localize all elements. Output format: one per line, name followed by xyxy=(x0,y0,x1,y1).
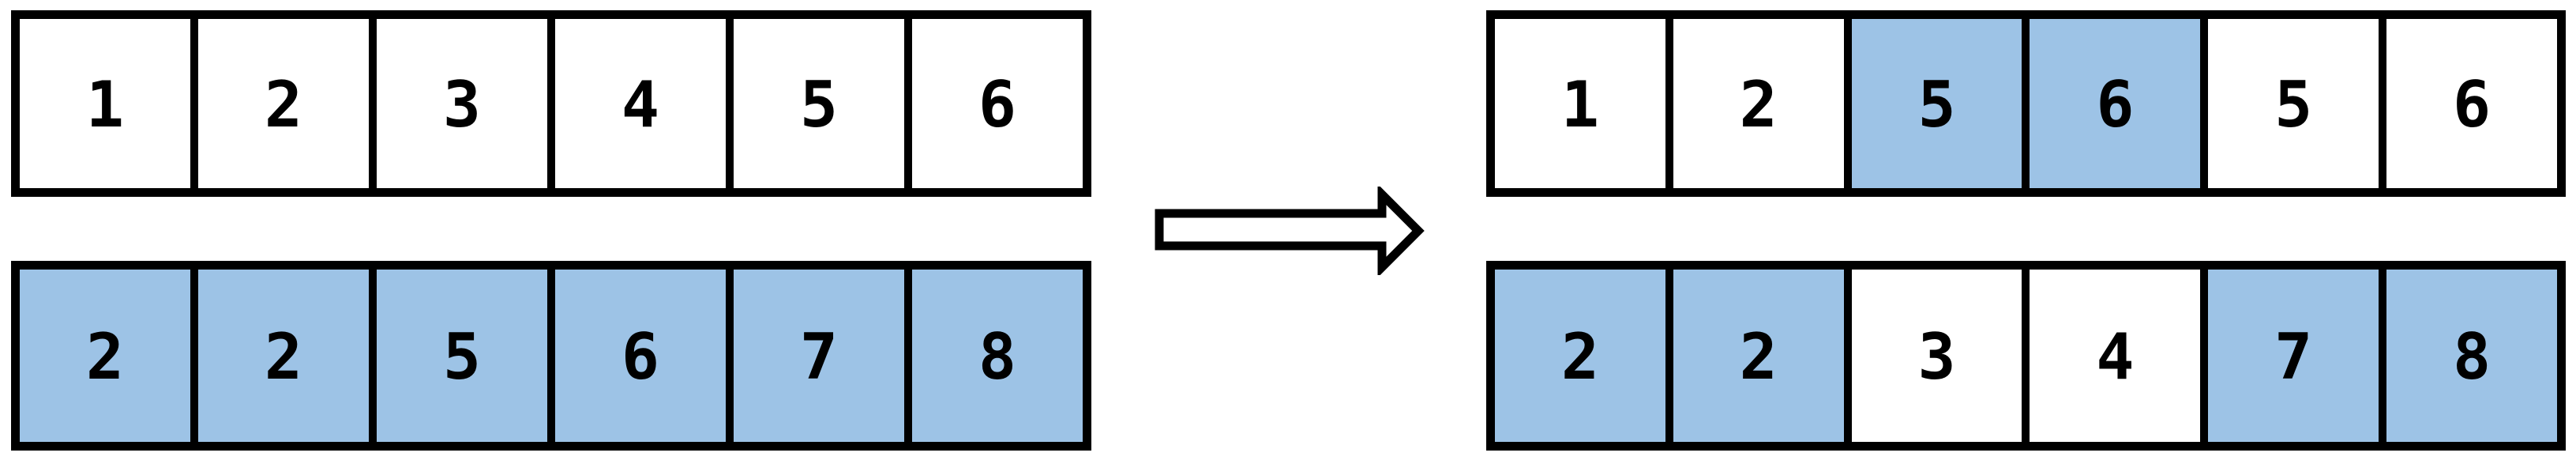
cell-value: 3 xyxy=(1917,320,1956,394)
cell-value: 3 xyxy=(442,68,482,141)
cell-value: 8 xyxy=(2452,320,2492,394)
cell-value: 6 xyxy=(621,320,660,394)
cell-value: 5 xyxy=(1917,68,1956,141)
cell-value: 6 xyxy=(978,68,1017,141)
array-cell: 2 xyxy=(16,266,194,446)
before-array-bottom: 2 2 5 6 7 8 xyxy=(11,261,1091,451)
cell-value: 5 xyxy=(799,68,839,141)
cell-value: 2 xyxy=(264,320,303,394)
cell-value: 6 xyxy=(2096,68,2135,141)
array-cell: 5 xyxy=(730,15,908,192)
array-cell: 8 xyxy=(2383,266,2561,446)
array-cell: 6 xyxy=(908,15,1087,192)
array-cell: 5 xyxy=(373,266,551,446)
cell-value: 1 xyxy=(1560,68,1599,141)
array-cell: 3 xyxy=(373,15,551,192)
array-cell: 2 xyxy=(1669,15,1848,192)
array-cell: 7 xyxy=(730,266,908,446)
array-cell: 5 xyxy=(2204,15,2383,192)
after-array-bottom: 2 2 3 4 7 8 xyxy=(1486,261,2566,451)
before-array-top: 1 2 3 4 5 6 xyxy=(11,10,1091,197)
array-cell: 2 xyxy=(1491,266,1669,446)
cell-value: 2 xyxy=(264,68,303,141)
array-cell: 6 xyxy=(551,266,730,446)
array-cell: 3 xyxy=(1847,266,2026,446)
array-cell: 2 xyxy=(194,15,373,192)
cell-value: 8 xyxy=(978,320,1017,394)
array-cell: 7 xyxy=(2204,266,2383,446)
array-cell: 8 xyxy=(908,266,1087,446)
cell-value: 5 xyxy=(2274,68,2313,141)
array-cell: 2 xyxy=(194,266,373,446)
right-arrow-icon xyxy=(1155,187,1425,275)
cell-value: 7 xyxy=(799,320,839,394)
array-cell: 1 xyxy=(16,15,194,192)
cell-value: 2 xyxy=(1739,320,1778,394)
cell-value: 7 xyxy=(2274,320,2313,394)
array-cell: 5 xyxy=(1847,15,2026,192)
cell-value: 1 xyxy=(85,68,125,141)
after-array-top: 1 2 5 6 5 6 xyxy=(1486,10,2566,197)
cell-value: 4 xyxy=(2096,320,2135,394)
array-cell: 2 xyxy=(1669,266,1848,446)
array-cell: 6 xyxy=(2383,15,2561,192)
array-cell: 6 xyxy=(2026,15,2205,192)
cell-value: 2 xyxy=(85,320,125,394)
cell-value: 2 xyxy=(1739,68,1778,141)
cell-value: 5 xyxy=(442,320,482,394)
cell-value: 2 xyxy=(1560,320,1599,394)
array-cell: 1 xyxy=(1491,15,1669,192)
array-cell: 4 xyxy=(551,15,730,192)
cell-value: 6 xyxy=(2452,68,2492,141)
array-cell: 4 xyxy=(2026,266,2205,446)
cell-value: 4 xyxy=(621,68,660,141)
